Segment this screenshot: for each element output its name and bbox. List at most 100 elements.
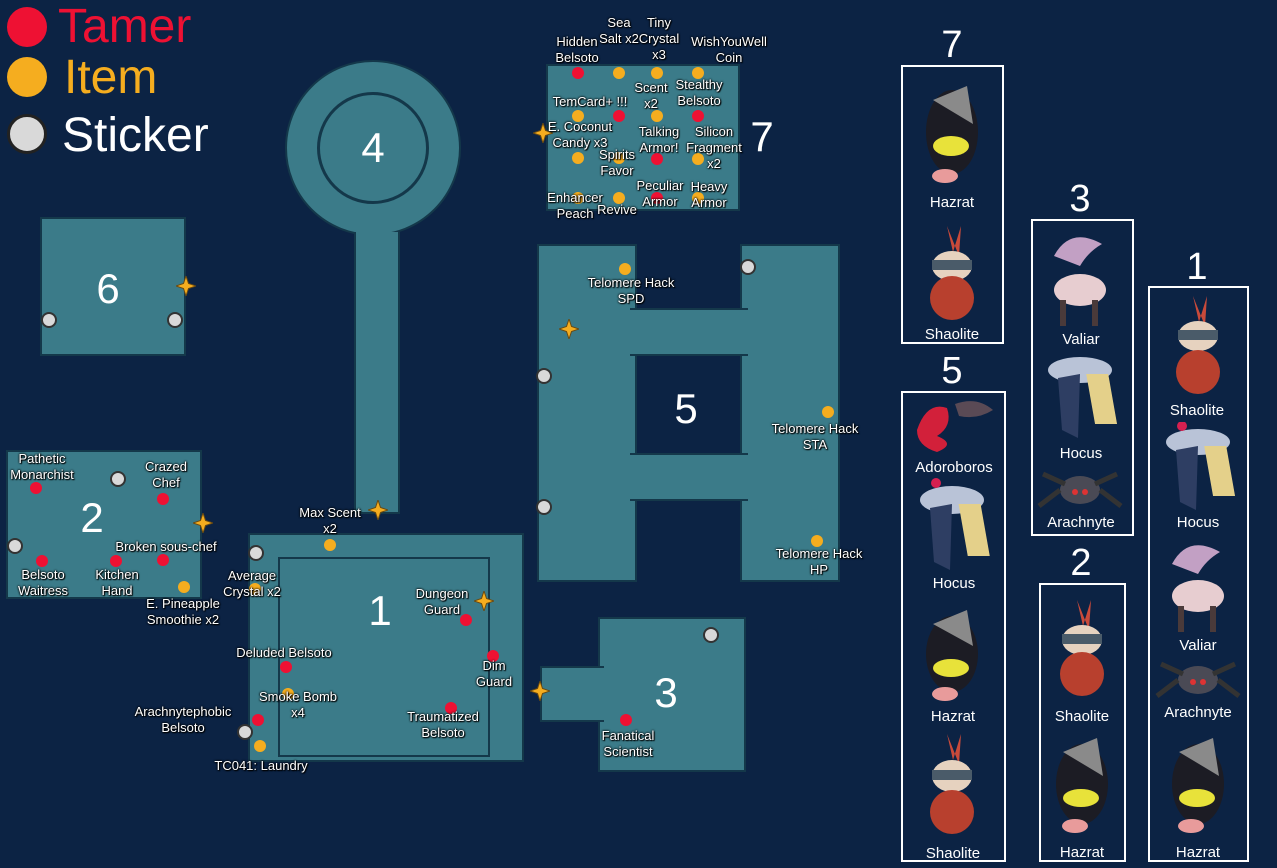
tamer-marker[interactable] [157, 493, 169, 505]
tamer-marker[interactable] [620, 714, 632, 726]
tamer-marker[interactable] [252, 714, 264, 726]
sticker-marker[interactable] [740, 259, 756, 275]
label-e-coconut: E. Coconut Candy x3 [547, 119, 613, 150]
label-max-scent: Max Scent x2 [299, 505, 361, 536]
tamer-marker[interactable] [692, 110, 704, 122]
tamer-marker[interactable] [487, 650, 499, 662]
team-5-frame [901, 391, 1006, 862]
item-marker[interactable] [282, 688, 294, 700]
sticker-marker[interactable] [703, 627, 719, 643]
label-talking-armor: Talking Armor! [638, 124, 680, 155]
sticker-marker[interactable] [536, 368, 552, 384]
item-marker[interactable] [651, 110, 663, 122]
team-3-mon-name: Valiar [1062, 331, 1100, 348]
team-1-mon-name: Valiar [1179, 637, 1217, 654]
sticker-marker[interactable] [536, 499, 552, 515]
sticker-marker[interactable] [7, 538, 23, 554]
label-smoke-bomb: Smoke Bomb x4 [258, 689, 338, 720]
sticker-marker[interactable] [237, 724, 253, 740]
sticker-legend-dot [7, 114, 47, 154]
room-4-inner [317, 92, 429, 204]
room-4-number: 4 [361, 124, 385, 171]
shaolite-sprite-icon [930, 226, 974, 320]
tamer-marker[interactable] [613, 110, 625, 122]
door-star-icon[interactable] [474, 591, 494, 611]
door-star-icon[interactable] [368, 500, 388, 520]
team-3-number: 3 [1069, 178, 1091, 220]
hocus-sprite-icon [1166, 422, 1236, 510]
room-5-bottom-bridge [630, 453, 748, 501]
item-marker[interactable] [613, 67, 625, 79]
hazrat-sprite-icon [1056, 738, 1108, 833]
room-5-left-wing [537, 244, 637, 582]
tamer-marker[interactable] [30, 482, 42, 494]
item-marker[interactable] [249, 583, 261, 595]
tamer-marker[interactable] [36, 555, 48, 567]
label-scent: Scent x2 [634, 80, 668, 111]
tamer-marker[interactable] [110, 555, 122, 567]
sticker-marker[interactable] [110, 471, 126, 487]
tamer-marker[interactable] [651, 153, 663, 165]
team-5-mon-name: Shaolite [925, 845, 981, 862]
hazrat-sprite-icon [926, 610, 978, 701]
item-marker[interactable] [811, 535, 823, 547]
room-3-number: 3 [654, 669, 678, 716]
item-marker[interactable] [572, 192, 584, 204]
item-legend-dot [7, 57, 47, 97]
hazrat-sprite-icon [926, 86, 978, 183]
item-marker[interactable] [613, 152, 625, 164]
tamer-marker[interactable] [157, 554, 169, 566]
tamer-marker[interactable] [445, 702, 457, 714]
sticker-marker[interactable] [248, 545, 264, 561]
item-marker[interactable] [692, 153, 704, 165]
label-temcard: TemCard+ !!! [552, 94, 628, 109]
item-marker[interactable] [822, 406, 834, 418]
room-1-number: 1 [368, 587, 392, 634]
sticker-marker[interactable] [41, 312, 57, 328]
door-star-icon[interactable] [530, 681, 550, 701]
label-e-pineapple: E. Pineapple Smoothie x2 [146, 596, 220, 627]
label-pathetic-monarchist: Pathetic Monarchist [10, 451, 74, 482]
tamer-marker[interactable] [651, 192, 663, 204]
item-marker[interactable] [692, 67, 704, 79]
item-marker[interactable] [572, 152, 584, 164]
team-1-mon-name: Arachnyte [1164, 704, 1232, 721]
item-marker[interactable] [613, 192, 625, 204]
label-heavy-armor: Heavy Armor [690, 179, 728, 210]
tamer-marker[interactable] [280, 661, 292, 673]
label-spirits-favor: Spirits Favor [598, 147, 636, 178]
item-marker[interactable] [572, 110, 584, 122]
item-marker[interactable] [619, 263, 631, 275]
door-star-icon[interactable] [193, 513, 213, 533]
sticker-marker[interactable] [167, 312, 183, 328]
label-dim-guard: Dim Guard [475, 658, 513, 689]
label-tc041: TC041: Laundry [214, 758, 308, 773]
adoroboros-sprite-icon [917, 401, 993, 452]
label-arachnytephobic: Arachnytephobic Belsoto [134, 704, 232, 735]
team-2-mon-name: Hazrat [1059, 844, 1105, 861]
door-star-icon[interactable] [533, 123, 553, 143]
item-marker[interactable] [651, 67, 663, 79]
arachnyte-sprite-icon [1155, 661, 1241, 698]
team-5-mon-name: Adoroboros [915, 459, 993, 476]
team-7-mon-name: Hazrat [929, 194, 975, 211]
tamer-legend-label: Tamer [58, 0, 192, 53]
item-marker[interactable] [692, 192, 704, 204]
hazrat-sprite-icon [1172, 738, 1224, 833]
door-star-icon[interactable] [559, 319, 579, 339]
item-marker[interactable] [178, 581, 190, 593]
hocus-sprite-icon [1048, 357, 1118, 438]
label-telomere-hp: Telomere Hack HP [775, 546, 863, 577]
door-star-icon[interactable] [176, 276, 196, 296]
team-5-mon-name: Hazrat [930, 708, 976, 725]
item-marker[interactable] [324, 539, 336, 551]
tamer-marker[interactable] [572, 67, 584, 79]
label-broken-sous-chef: Broken sous-chef [115, 539, 217, 554]
label-telomere-sta: Telomere Hack STA [771, 421, 859, 452]
arachnyte-sprite-icon [1037, 471, 1123, 508]
shaolite-sprite-icon [930, 734, 974, 834]
tamer-marker[interactable] [460, 614, 472, 626]
label-enhancer-peach: Enhancer Peach [547, 190, 603, 221]
label-hidden-belsoto: Hidden Belsoto [555, 34, 599, 65]
item-marker[interactable] [254, 740, 266, 752]
